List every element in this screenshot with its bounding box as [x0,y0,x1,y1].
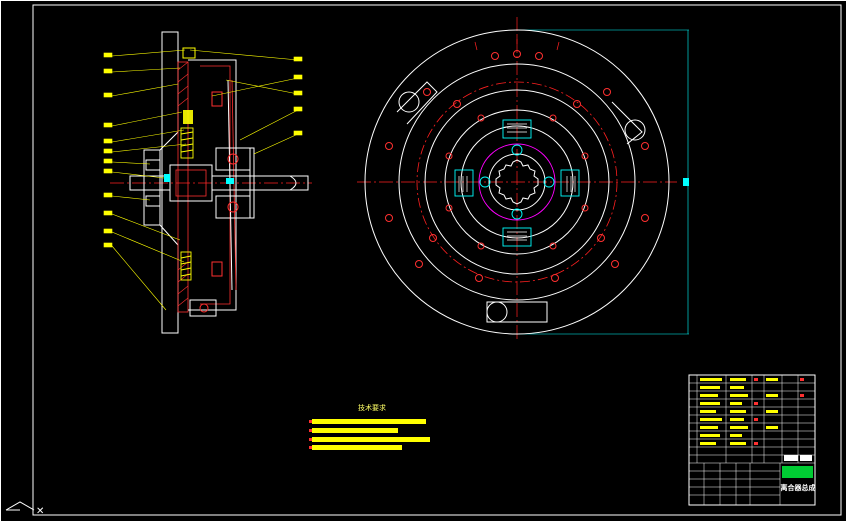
requirement-line-2 [312,428,398,433]
clutch-section-view [110,31,312,334]
section-leaders [103,49,303,311]
requirement-line-3 [312,437,430,442]
svg-text:✕: ✕ [36,506,44,517]
title-block: 离合器总成 [688,374,816,506]
clutch-front-view [357,17,689,342]
requirement-line-4 [312,445,402,450]
technical-requirements-block: 技术要求 [309,403,430,450]
technical-requirements-title: 技术要求 [358,403,386,412]
drawing-name: 离合器总成 [781,483,816,492]
requirement-line-1 [312,419,426,424]
